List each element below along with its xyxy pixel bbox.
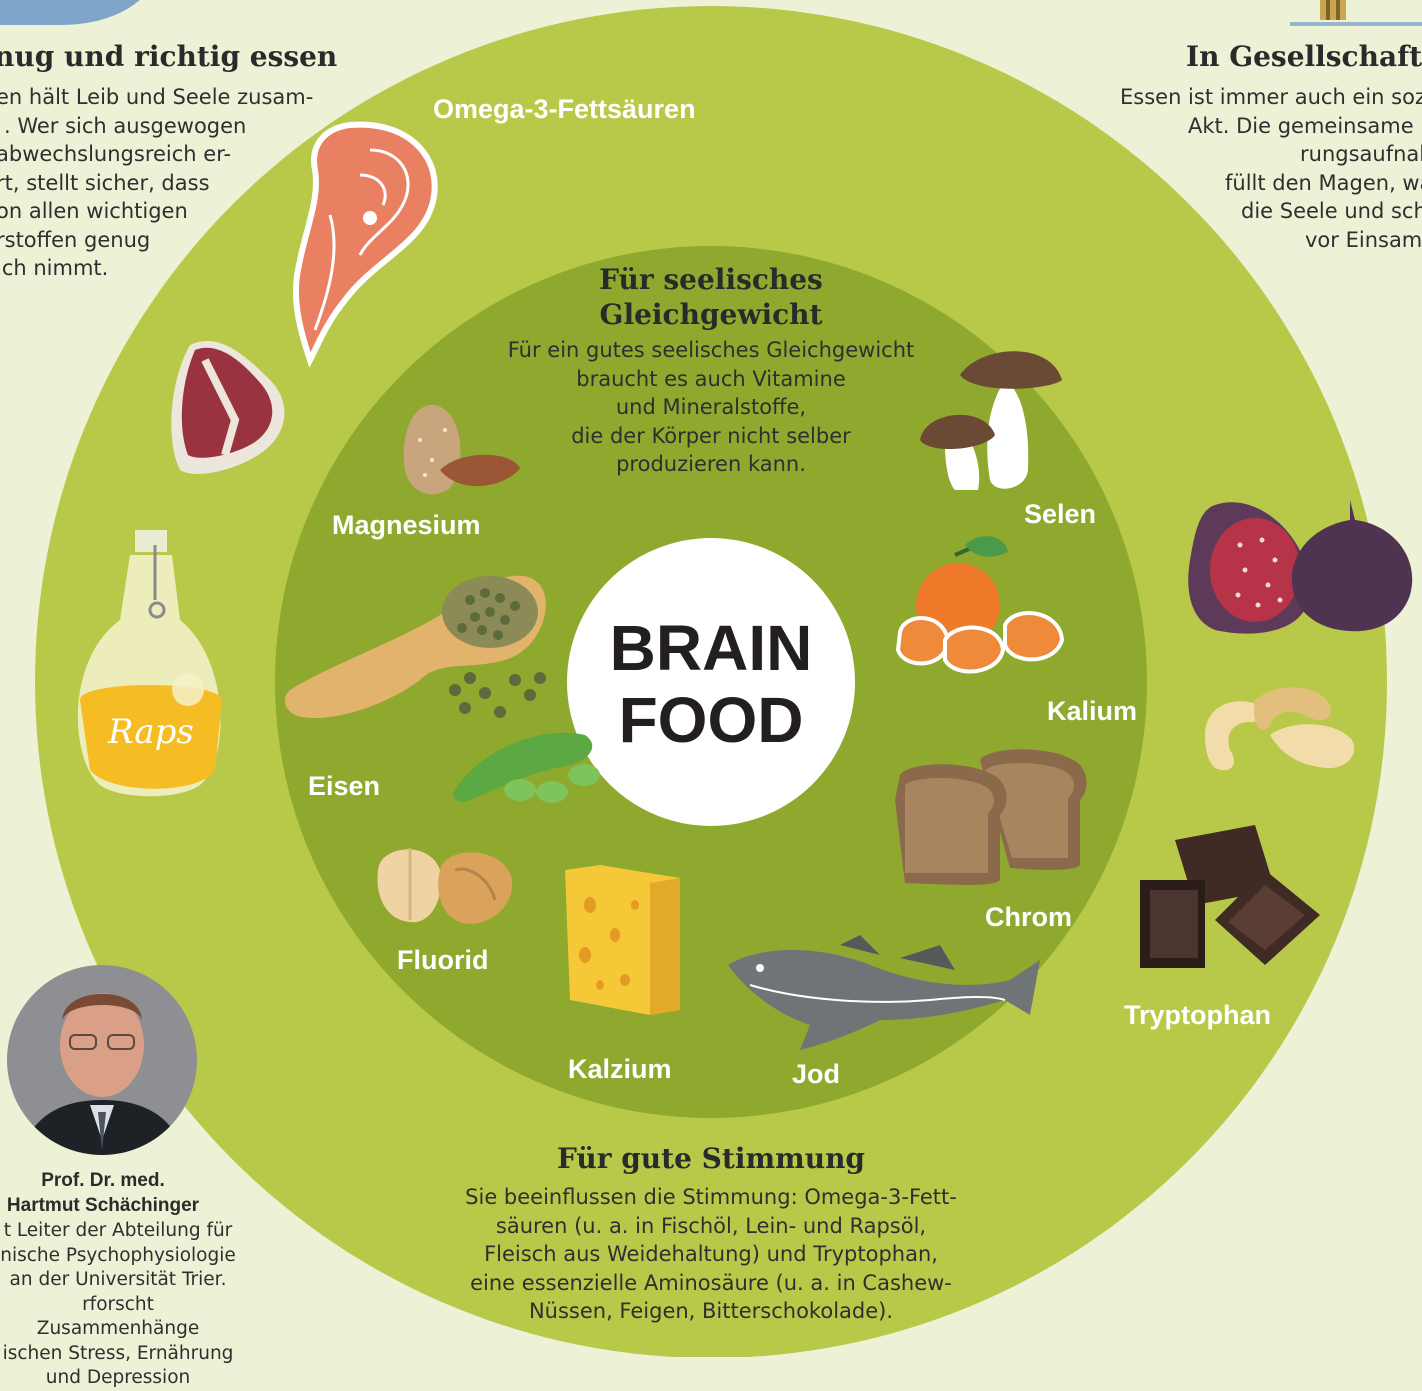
top-right-decoration-icon — [1290, 0, 1422, 26]
left-article-line: rt, stellt sicher, dass — [0, 170, 210, 195]
bottom-line: Fleisch aus Weidehaltung) und Tryptophan… — [484, 1242, 938, 1266]
label-chrom: Chrom — [985, 902, 1072, 932]
profile-bio-line: rforscht Zusammenhänge — [36, 1293, 200, 1340]
walnut-icon — [377, 848, 513, 924]
center-title-line: FOOD — [618, 684, 804, 756]
left-article-line: . Wer sich ausgewogen — [4, 113, 247, 138]
profile-bio: t Leiter der Abteilung für nische Psycho… — [0, 1219, 238, 1391]
bottom-section-body: Sie beeinflussen die Stimmung: Omega-3-F… — [440, 1183, 982, 1326]
bottom-line: säuren (u. a. in Fischöl, Lein- und Raps… — [495, 1213, 927, 1238]
right-article-line: Akt. Die gemeinsame N — [1188, 113, 1422, 138]
left-article-body: en hält Leib und Seele zusam- . Wer sich… — [0, 83, 313, 283]
green-bean-icon — [453, 732, 600, 803]
inner-line: und Mineralstoffe, — [615, 395, 807, 419]
right-article-line: füllt den Magen, wä — [1225, 170, 1422, 195]
inner-heading-line: Für seelisches — [599, 263, 823, 296]
profile-bio-line: nische Psychophysiologie — [0, 1244, 236, 1266]
right-article-line: vor Einsam — [1305, 227, 1422, 252]
center-title-line: BRAIN — [609, 612, 813, 684]
inner-section-body: Für ein gutes seelisches Gleichgewicht b… — [490, 336, 932, 479]
profile-bio-line: an der Universität Trier. — [9, 1269, 227, 1290]
left-article-line: on allen wichtigen — [0, 199, 188, 223]
inner-line: die der Körper nicht selber — [571, 423, 851, 448]
oil-bottle-icon — [77, 530, 222, 797]
inner-line: produzieren kann. — [616, 452, 806, 476]
inner-line: braucht es auch Vitamine — [576, 366, 846, 391]
label-selen: Selen — [1024, 499, 1097, 529]
apricot-icon — [895, 536, 1065, 674]
inner-line: Für ein gutes seelisches Gleichgewicht — [507, 338, 915, 362]
bottom-section-heading: Für gute Stimmung — [556, 1142, 865, 1175]
infographic-artwork — [0, 0, 1422, 1357]
bottom-line: Sie beeinflussen die Stimmung: Omega-3-F… — [465, 1185, 957, 1209]
label-jod: Jod — [792, 1059, 841, 1089]
left-article-line: abwechslungsreich er- — [0, 142, 232, 166]
right-article-line: die Seele und sch — [1241, 199, 1422, 223]
profile-bio-line: t Leiter der Abteilung für — [3, 1220, 233, 1241]
left-article-line: ich nimmt. — [0, 256, 109, 280]
left-article-line: rstoffen genug — [0, 227, 151, 252]
lentil-spoon-icon — [284, 575, 546, 719]
center-circle — [567, 538, 855, 826]
cashew-icon — [1205, 687, 1355, 771]
profile-name-block: Prof. Dr. med. Hartmut Schächinger — [0, 1168, 208, 1218]
right-article-line: rungsaufnal — [1300, 142, 1422, 166]
inner-heading-line: Gleichgewicht — [599, 298, 823, 331]
chocolate-icon — [1140, 825, 1320, 968]
fig-icon — [1188, 500, 1413, 634]
right-article-line: Essen ist immer auch ein sozi — [1120, 85, 1422, 109]
bottom-line: Nüssen, Feigen, Bitterschokolade). — [528, 1299, 894, 1323]
profile-bio-line: ischen Stress, Ernährung — [2, 1342, 234, 1364]
salmon-steak-icon — [292, 121, 438, 368]
profile-name: Hartmut Schächinger — [6, 1195, 200, 1216]
label-kalzium: Kalzium — [568, 1054, 672, 1084]
profile-title: Prof. Dr. med. — [41, 1170, 165, 1191]
bottom-line: eine essenzielle Aminosäure (u. a. in Ca… — [470, 1270, 952, 1295]
left-article-heading: nug und richtig essen — [0, 40, 338, 73]
right-article-heading: In Gesellschaft ess — [1186, 40, 1422, 73]
label-kalium: Kalium — [1047, 696, 1138, 726]
label-omega-3: Omega-3-Fettsäuren — [433, 94, 696, 124]
oil-bottle-label: Raps — [108, 712, 194, 752]
cheese-icon — [565, 865, 680, 1015]
label-fluorid: Fluorid — [397, 945, 489, 975]
label-eisen: Eisen — [308, 771, 381, 801]
label-magnesium: Magnesium — [332, 510, 481, 540]
label-tryptophan: Tryptophan — [1124, 1000, 1271, 1030]
bread-icon — [895, 749, 1087, 885]
t-bone-steak-icon — [171, 340, 285, 474]
right-article-body: Essen ist immer auch ein sozi Akt. Die g… — [1110, 83, 1422, 254]
cod-fish-icon — [728, 935, 1040, 1050]
center-title: BRAIN FOOD — [567, 612, 855, 756]
profile-bio-line: und Depression — [45, 1367, 191, 1388]
inner-section-heading: Für seelisches Gleichgewicht — [511, 262, 911, 332]
mushroom-icon — [920, 351, 1062, 490]
left-article-line: en hält Leib und Seele zusam- — [0, 85, 314, 109]
portrait-photo — [7, 965, 197, 1155]
almond-icon — [403, 405, 520, 495]
top-left-decoration-icon — [0, 0, 140, 25]
